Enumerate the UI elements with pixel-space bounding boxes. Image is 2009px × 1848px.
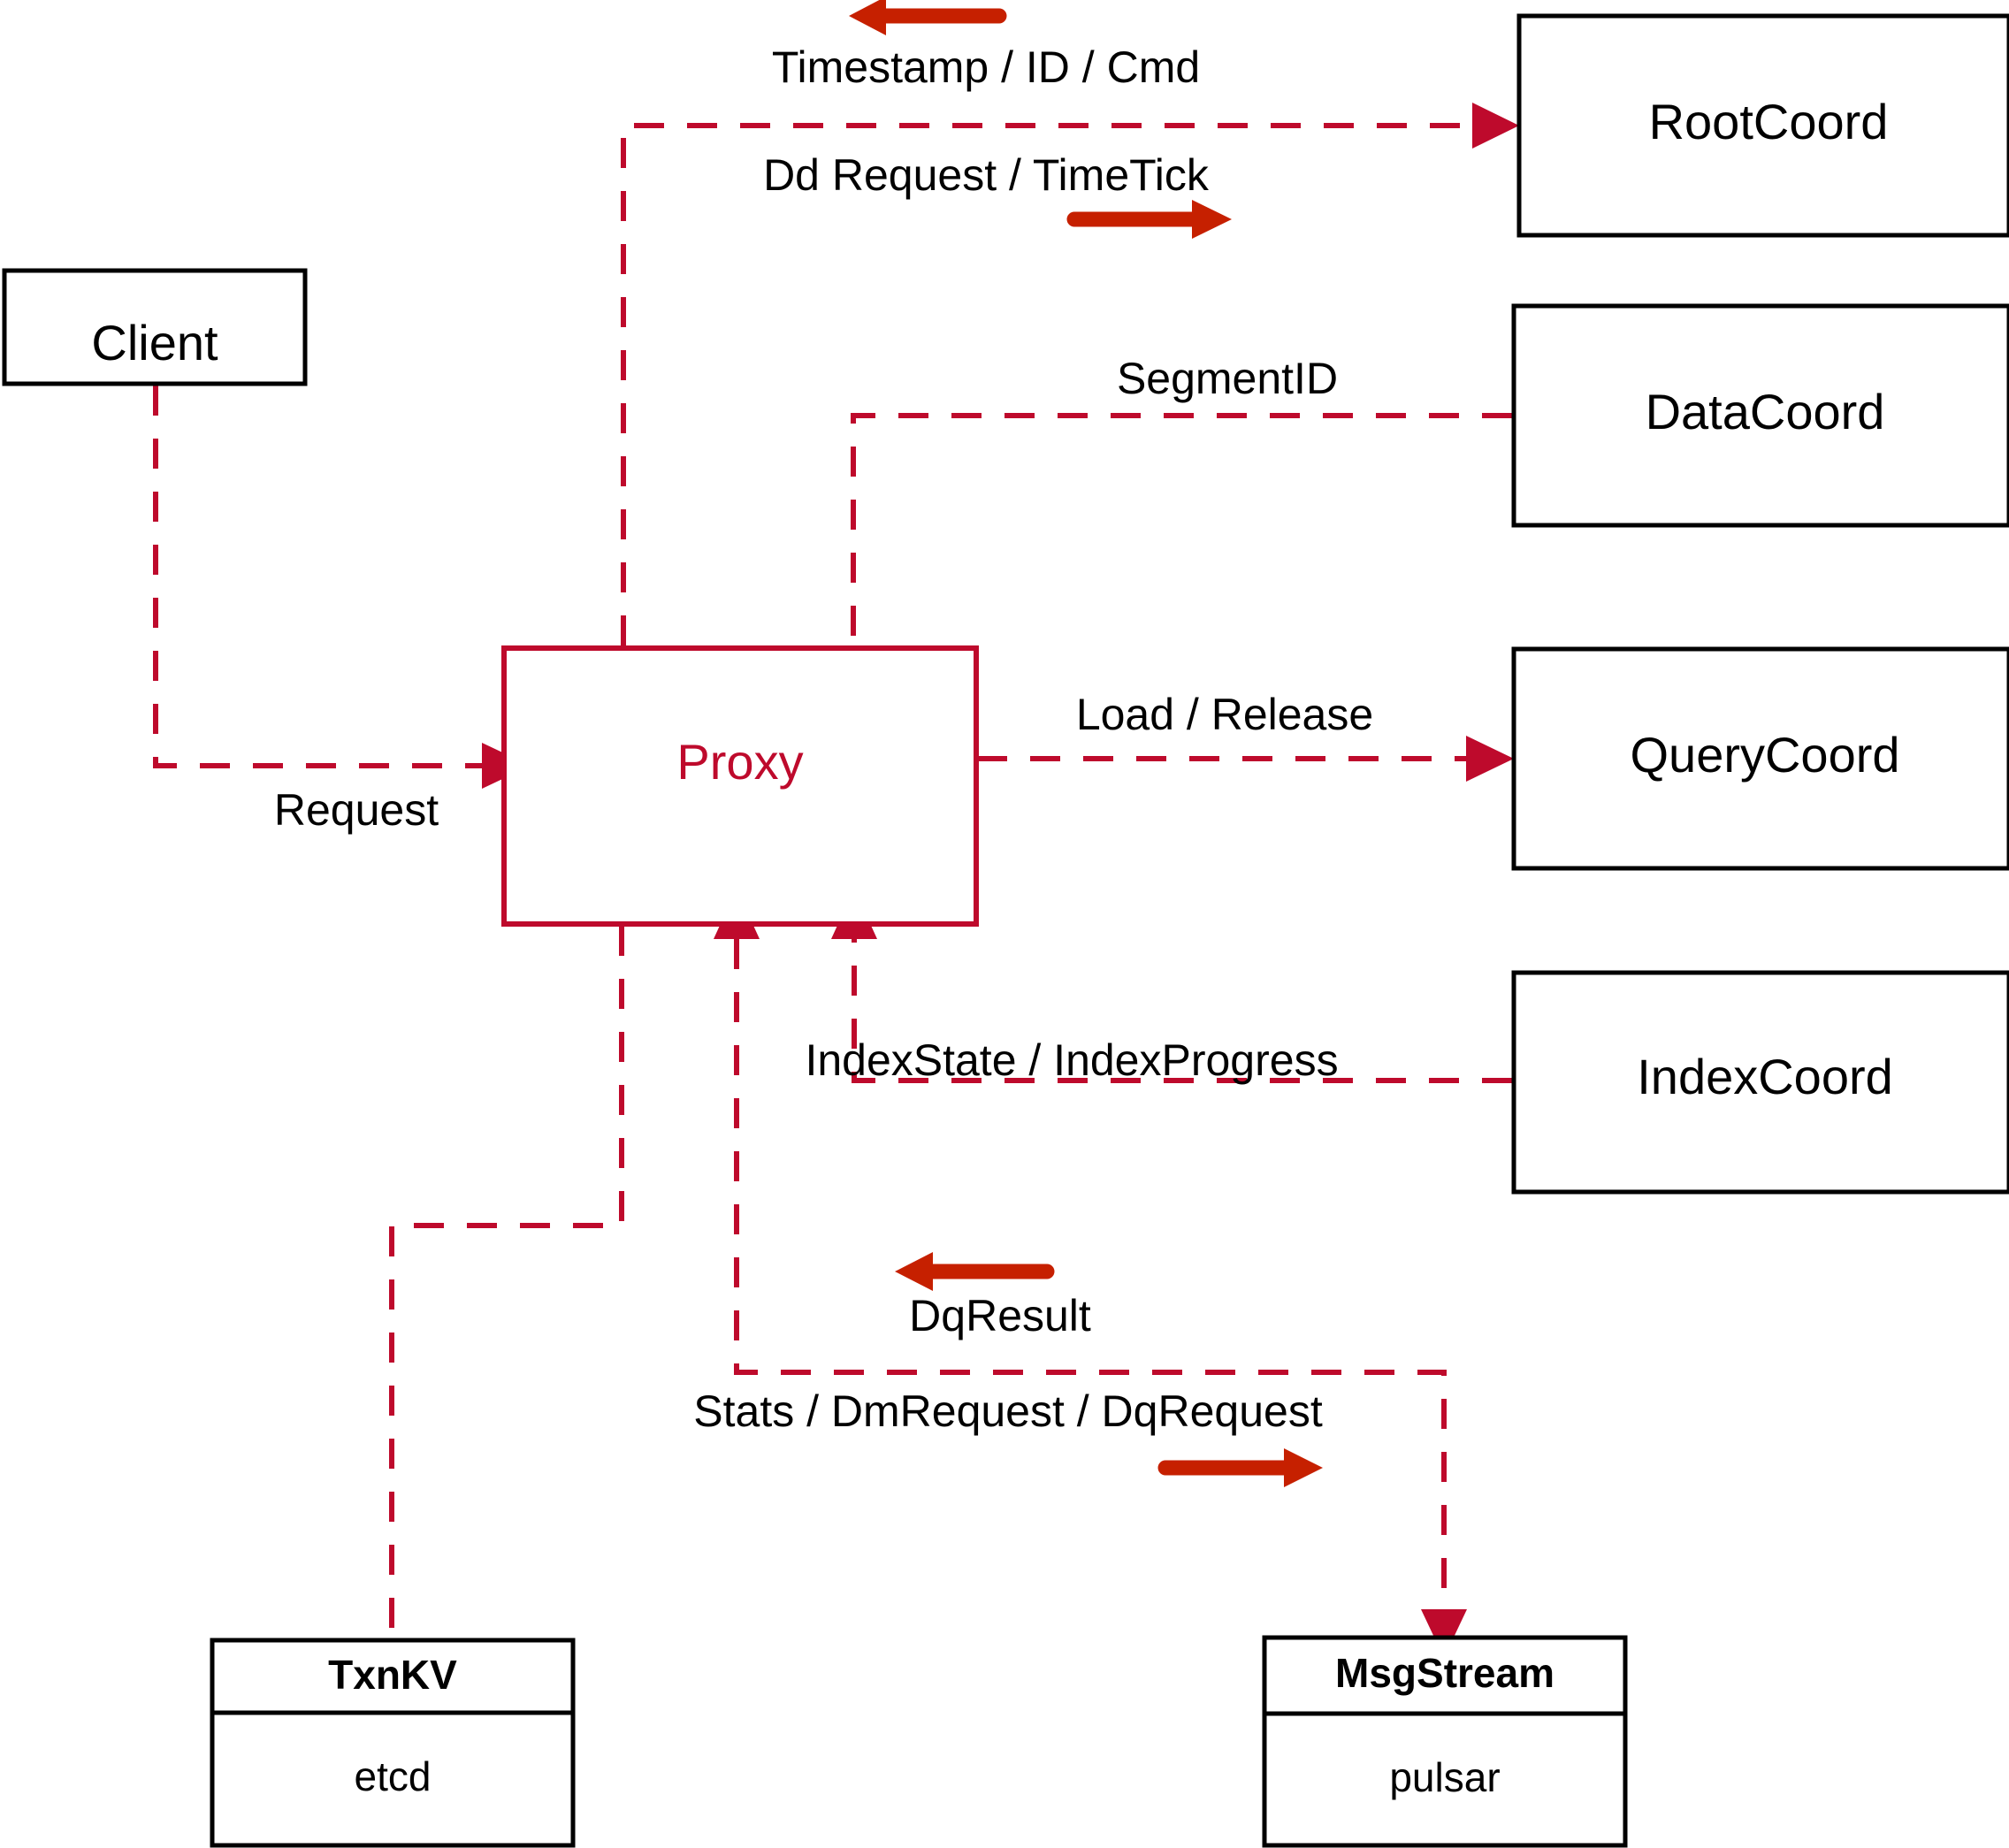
node-proxy[interactable]: Proxy [501,645,979,927]
label-index-state-progress: IndexState / IndexProgress [805,1035,1338,1085]
node-rootcoord[interactable]: RootCoord [1516,13,2009,238]
rootcoord-box[interactable] [1516,13,2009,238]
annotation-head-timestamp [849,0,886,35]
label-stats-dm-dq-request: Stats / DmRequest / DqRequest [693,1386,1323,1436]
datacoord-box[interactable] [1511,303,2009,528]
msgstream-label: MsgStream [1335,1650,1554,1696]
arrowhead-into-msgstream [1421,1609,1467,1658]
querycoord-box[interactable] [1511,646,2009,871]
edge-client-to-proxy [153,386,531,789]
node-indexcoord[interactable]: IndexCoord [1511,970,2009,1195]
annotation-head-stats [1284,1448,1323,1487]
datacoord-label: DataCoord [1646,384,1885,439]
annotation-arrow-dd-request-right [1066,200,1232,239]
label-dd-request-timetick: Dd Request / TimeTick [763,150,1210,200]
msgstream-box[interactable] [1262,1635,1628,1848]
node-client[interactable]: Client [2,268,308,386]
edge-path-txnkv [389,926,624,1638]
annotation-head-dd-request [1192,200,1232,239]
querycoord-label: QueryCoord [1630,727,1899,783]
indexcoord-label: IndexCoord [1637,1049,1893,1104]
proxy-label: Proxy [676,734,803,790]
edge-path-dd-request [621,123,1472,645]
edge-path-indexstate [852,939,1512,1083]
annotation-arrow-dq-result-left [895,1252,1055,1291]
edge-proxy-to-querycoord [977,736,1514,782]
indexcoord-box[interactable] [1511,970,2009,1195]
txnkv-label: TxnKV [328,1652,457,1698]
annotation-arrow-timestamp-left [849,0,1007,35]
txnkv-impl-label: etcd [355,1753,432,1799]
node-datacoord[interactable]: DataCoord [1511,303,2009,528]
client-box[interactable] [2,268,308,386]
client-label: Client [91,315,218,370]
msgstream-impl-label: pulsar [1389,1754,1500,1800]
annotation-arrow-stats-right [1157,1448,1323,1487]
rootcoord-label: RootCoord [1649,94,1889,149]
label-segment-id: SegmentID [1117,354,1338,403]
label-timestamp-id-cmd: Timestamp / ID / Cmd [772,42,1200,92]
edge-proxy-to-msgstream [714,889,1467,1658]
proxy-box[interactable] [501,645,979,927]
arrowhead-load-release [1466,736,1514,782]
edge-proxy-to-txnkv [389,926,624,1638]
node-querycoord[interactable]: QueryCoord [1511,646,2009,871]
arrowhead-dd-request [1472,103,1519,149]
label-dq-result: DqResult [909,1291,1091,1340]
edge-path-msgstream [734,939,1447,1609]
annotation-head-dq-result [895,1252,933,1291]
edge-path-request [153,386,482,768]
node-txnkv[interactable]: TxnKV etcd [210,1638,576,1848]
label-load-release: Load / Release [1076,690,1373,739]
label-request: Request [274,785,439,835]
edge-path-segmentid [851,413,1512,645]
txnkv-box[interactable] [210,1638,576,1848]
node-msgstream[interactable]: MsgStream pulsar [1262,1635,1628,1848]
